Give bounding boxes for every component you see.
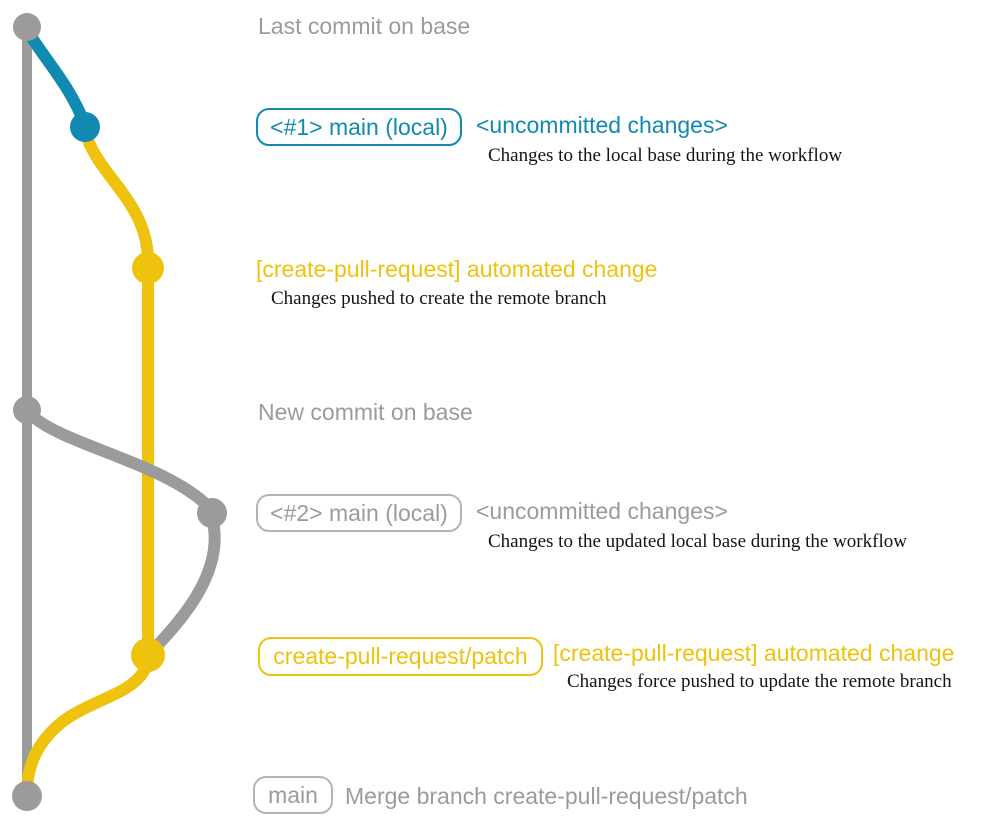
updated-local-main-branch-line bbox=[23, 407, 216, 514]
merge-commit-message: Merge branch create-pull-request/patch bbox=[345, 783, 748, 809]
commit-dot-merge bbox=[12, 781, 42, 811]
branch-badge-main-local-1-label: <#1> main (local) bbox=[270, 113, 448, 140]
commit-graph bbox=[12, 13, 227, 811]
branch-badge-main: main bbox=[253, 776, 333, 814]
pr-branch-curve-top bbox=[79, 124, 154, 268]
commit-dot-pr-1 bbox=[132, 252, 164, 284]
branch-badge-main-local-2: <#2> main (local) bbox=[256, 494, 462, 532]
uncommitted-changes-label-2: <uncommitted changes> bbox=[476, 498, 728, 524]
branch-badge-pr-patch: create-pull-request/patch bbox=[258, 637, 543, 676]
new-commit-heading: New commit on base bbox=[258, 399, 473, 425]
local-main-branch-line bbox=[21, 24, 91, 131]
branch-badge-main-local-2-label: <#2> main (local) bbox=[270, 499, 448, 526]
commit-dot-local-main-1 bbox=[70, 112, 100, 142]
branch1-description: Changes to the local base during the wor… bbox=[488, 145, 843, 166]
branch-badge-main-local-1: <#1> main (local) bbox=[256, 108, 462, 146]
rebase-merge-curve bbox=[147, 512, 221, 656]
branch-badge-main-label: main bbox=[268, 781, 318, 808]
automated-change-description-2: Changes force pushed to update the remot… bbox=[567, 671, 952, 692]
automated-change-description-1: Changes pushed to create the remote bran… bbox=[271, 288, 607, 309]
branch-badge-pr-patch-label: create-pull-request/patch bbox=[273, 643, 528, 669]
merge-to-base-curve bbox=[21, 651, 154, 796]
automated-change-title-2: [create-pull-request] automated change bbox=[553, 640, 955, 666]
commit-dot-last-base bbox=[13, 13, 41, 41]
uncommitted-changes-label-1: <uncommitted changes> bbox=[476, 112, 728, 138]
automated-change-title-1: [create-pull-request] automated change bbox=[256, 256, 658, 282]
last-commit-heading: Last commit on base bbox=[258, 13, 471, 39]
branch2-description: Changes to the updated local base during… bbox=[488, 531, 907, 552]
commit-dot-pr-2 bbox=[131, 638, 165, 672]
commit-dot-new-base bbox=[13, 396, 41, 424]
commit-dot-local-main-2 bbox=[197, 498, 227, 528]
